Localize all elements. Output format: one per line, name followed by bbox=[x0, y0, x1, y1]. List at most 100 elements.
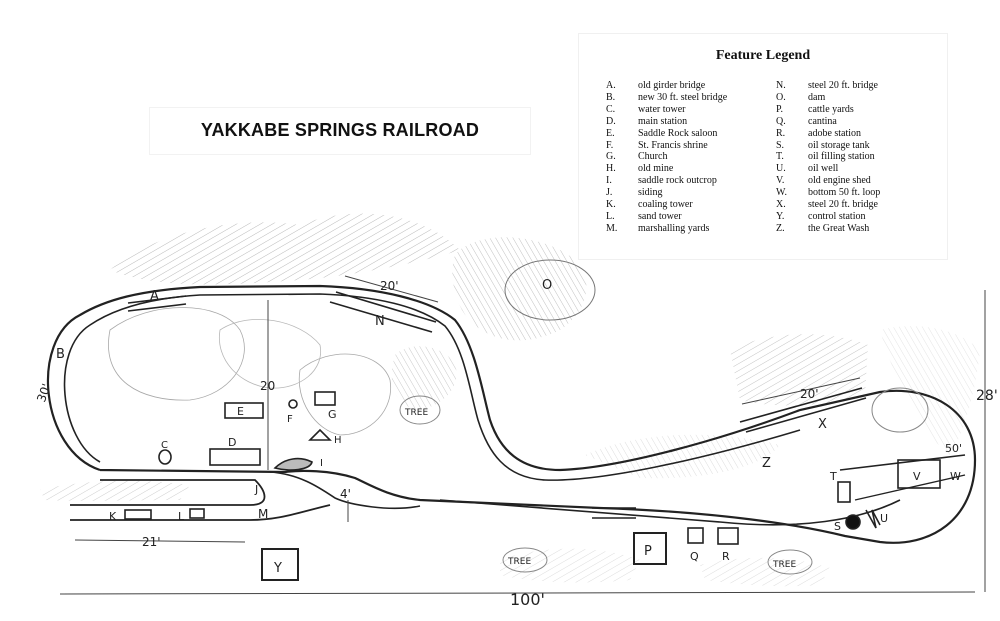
legend-item: E.Saddle Rock saloon bbox=[606, 127, 718, 139]
structure-r bbox=[717, 527, 739, 545]
legend-item: G.Church bbox=[606, 151, 668, 163]
legend-item: B.new 30 ft. steel bridge bbox=[606, 91, 728, 103]
legend-item: Z.the Great Wash bbox=[776, 222, 870, 234]
legend-item: M.marshalling yards bbox=[606, 222, 710, 234]
terrain-hills bbox=[40, 213, 980, 587]
legend-item: Q.cantina bbox=[776, 115, 837, 127]
label-w: W bbox=[950, 470, 961, 483]
legend-item: N.steel 20 ft. bridge bbox=[776, 80, 878, 91]
dim-x-bridge: 20' bbox=[800, 387, 819, 401]
legend-item: S.oil storage tank bbox=[776, 139, 870, 151]
label-p: P bbox=[644, 544, 652, 559]
structures bbox=[124, 259, 941, 581]
dim-center: 20 bbox=[260, 379, 275, 393]
label-n: N bbox=[375, 314, 385, 329]
legend-item: V.old engine shed bbox=[776, 175, 871, 187]
structure-o bbox=[504, 259, 596, 321]
label-l: L bbox=[178, 510, 185, 523]
tree-bottom-left bbox=[502, 547, 548, 573]
dim-overall-height: 28' bbox=[976, 388, 998, 404]
dim-left-loop: 30' bbox=[34, 382, 54, 404]
structure-d bbox=[209, 448, 261, 466]
structure-v bbox=[897, 459, 941, 489]
label-x: X bbox=[818, 417, 827, 432]
tree-label-bottom-right: TREE bbox=[772, 560, 796, 570]
legend-heading: Feature Legend bbox=[715, 48, 811, 63]
bridge-p bbox=[592, 507, 636, 519]
label-k: K bbox=[109, 510, 117, 523]
feature-legend: Feature Legend A.old girder bridge B.new… bbox=[578, 33, 948, 260]
legend-item: R.adobe station bbox=[776, 127, 862, 139]
legend-item: P.cattle yards bbox=[776, 103, 854, 115]
legend-item: X.steel 20 ft. bridge bbox=[776, 199, 878, 211]
structure-l bbox=[189, 508, 205, 519]
legend-item: A.old girder bridge bbox=[606, 80, 706, 91]
map-labels: A B C D E F G H I J K L M N O P Q R S T … bbox=[56, 278, 961, 576]
page-title: YAKKABE SPRINGS RAILROAD bbox=[200, 120, 480, 140]
structure-h bbox=[308, 428, 332, 441]
dim-n-bridge: 20' bbox=[380, 279, 399, 293]
label-h: H bbox=[334, 435, 342, 446]
dimension-labels: 20' 20' 30' 50' 20 4' 21' 100' 28' bbox=[34, 279, 997, 609]
legend-item: T.oil filling station bbox=[776, 151, 875, 163]
label-g: G bbox=[328, 408, 337, 421]
legend-item: W.bottom 50 ft. loop bbox=[776, 187, 881, 199]
label-t: T bbox=[829, 470, 837, 483]
legend-item: F.St. Francis shrine bbox=[606, 139, 708, 151]
label-v: V bbox=[913, 470, 921, 483]
label-m: M bbox=[258, 507, 268, 521]
bridge-n bbox=[329, 291, 437, 333]
bridge-x bbox=[739, 387, 867, 433]
tree-label-center: TREE bbox=[404, 408, 428, 418]
structure-t bbox=[837, 481, 851, 503]
legend-item: U.oil well bbox=[776, 163, 839, 175]
dim-gap: 4' bbox=[340, 487, 351, 501]
label-r: R bbox=[722, 550, 730, 563]
label-u: U bbox=[880, 512, 888, 525]
legend-item: Y.control station bbox=[776, 210, 866, 222]
legend-item: O.dam bbox=[776, 91, 826, 103]
tree-center bbox=[399, 395, 441, 425]
structure-s bbox=[845, 514, 861, 530]
legend-item: J.siding bbox=[606, 187, 663, 199]
structure-c bbox=[158, 449, 172, 465]
legend-item: I.saddle rock outcrop bbox=[606, 175, 717, 187]
structure-f bbox=[288, 399, 298, 409]
tree-right bbox=[871, 387, 929, 433]
label-q: Q bbox=[690, 550, 699, 563]
legend-column-left: A.old girder bridge B.new 30 ft. steel b… bbox=[606, 80, 786, 235]
legend-item: H.old mine bbox=[606, 163, 674, 175]
label-s: S bbox=[834, 520, 841, 533]
track bbox=[46, 284, 977, 544]
dimension-lines bbox=[59, 275, 986, 595]
label-y: Y bbox=[273, 561, 282, 576]
dim-yard: 21' bbox=[142, 535, 161, 549]
dim-right-loop: 50' bbox=[945, 442, 962, 455]
structure-y bbox=[261, 548, 299, 581]
dim-overall-length: 100' bbox=[510, 590, 545, 609]
label-o: O bbox=[542, 278, 552, 293]
label-j: J bbox=[254, 483, 258, 496]
structure-k bbox=[124, 509, 152, 520]
tree-bottom-right bbox=[767, 549, 813, 575]
label-b: B bbox=[56, 347, 65, 362]
legend-item: C.water tower bbox=[606, 103, 686, 115]
bridge-a bbox=[127, 295, 187, 312]
legend-item: D.main station bbox=[606, 115, 688, 127]
label-f: F bbox=[287, 414, 293, 425]
label-c: C bbox=[161, 440, 168, 451]
label-d: D bbox=[228, 436, 236, 449]
structure-u bbox=[865, 509, 881, 529]
tree-label-bottom-left: TREE bbox=[507, 557, 531, 567]
structure-p bbox=[633, 532, 667, 565]
structure-e bbox=[224, 402, 264, 419]
legend-column-right: N.steel 20 ft. bridge O.dam P.cattle yar… bbox=[776, 80, 946, 235]
legend-item: K.coaling tower bbox=[606, 199, 693, 211]
legend-item: L.sand tower bbox=[606, 210, 682, 222]
label-z: Z bbox=[762, 456, 771, 471]
structure-g bbox=[314, 391, 336, 406]
label-i: I bbox=[320, 458, 323, 469]
title-box: YAKKABE SPRINGS RAILROAD bbox=[150, 108, 530, 154]
label-e: E bbox=[237, 405, 244, 418]
